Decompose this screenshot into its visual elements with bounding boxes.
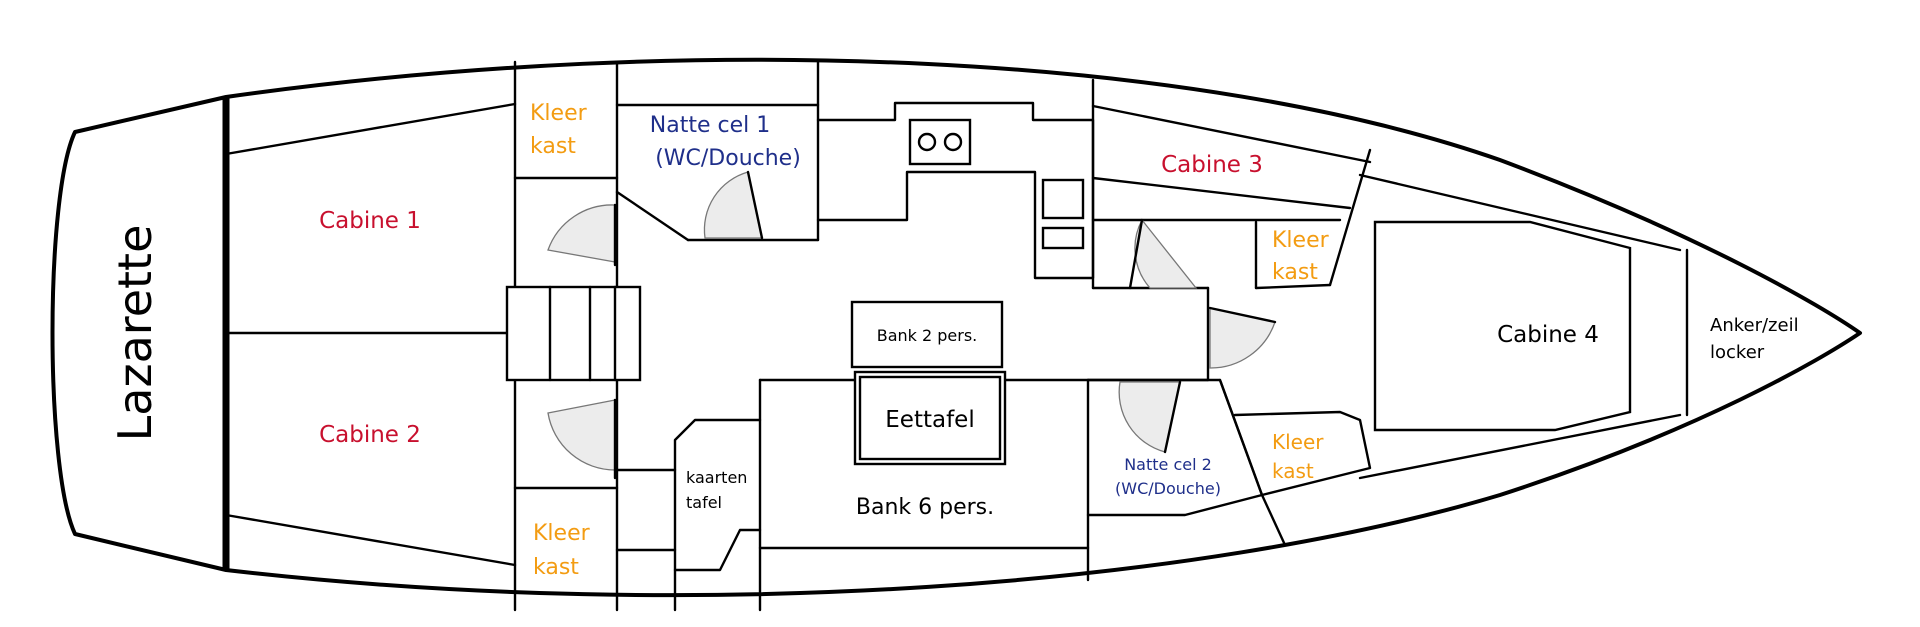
label-kleer-kast-4b: kast [1272, 459, 1314, 483]
label-cabine-4: Cabine 4 [1497, 322, 1599, 348]
door-swing-saloon [1209, 307, 1276, 369]
cabin1-berth-edge [224, 102, 517, 156]
burner-2-icon [943, 132, 963, 152]
label-kleer-kast-3: Kleer [1272, 228, 1330, 253]
label-kleer-kast-2b: kast [533, 555, 579, 580]
label-cabine-3: Cabine 3 [1161, 152, 1263, 178]
burner-1-icon [917, 132, 937, 152]
label-kleer-kast-2: Kleer [533, 521, 591, 546]
kleer-kast-3-bottom-r [1254, 283, 1332, 290]
label-cabine-1: Cabine 1 [319, 208, 421, 234]
door-saloon [1208, 306, 1277, 324]
chart-table [673, 418, 762, 612]
cabin4-berth-top [1358, 173, 1682, 252]
natte-cel-1-diagonal [615, 190, 690, 242]
companionway-steps [505, 285, 642, 382]
label-anker: Anker/zeil [1710, 315, 1799, 336]
label-lazarette: Lazarette [108, 225, 162, 442]
cabin-fwd-lower-diagonal [1260, 493, 1287, 547]
cabin3-berth-top [1091, 104, 1372, 164]
door-swing-cabin2 [547, 399, 616, 471]
chart-table-seat [673, 528, 762, 572]
cabin3-berth-bottom [1091, 176, 1352, 210]
cabin3-fwd-diagonal [1328, 148, 1372, 287]
label-kleer-kast-4: Kleer [1272, 430, 1324, 454]
label-kleer-kast-1: Kleer [530, 101, 588, 126]
cabin2-berth-edge [224, 513, 517, 567]
sink [1041, 178, 1085, 220]
label-anker-b: locker [1710, 342, 1765, 363]
label-eettafel: Eettafel [885, 407, 974, 433]
label-natte-cel-2: Natte cel 2 [1124, 455, 1212, 474]
door-natte-cel-2 [1163, 380, 1182, 454]
label-kleer-kast-3b: kast [1272, 260, 1318, 285]
label-kaarten: kaarten [686, 468, 747, 487]
label-bank-2: Bank 2 pers. [877, 326, 978, 345]
label-kleer-kast-1b: kast [530, 134, 576, 159]
cabin4-berth [1373, 220, 1632, 432]
label-natte-cel-1b: (WC/Douche) [655, 146, 801, 171]
door-natte-cel-1 [746, 170, 764, 240]
bench-2-seat [850, 300, 1004, 369]
label-natte-cel-1: Natte cel 1 [650, 113, 770, 138]
label-cabine-2: Cabine 2 [319, 422, 421, 448]
label-bank-6: Bank 6 pers. [856, 495, 994, 520]
cabin4-berth-bottom [1358, 413, 1682, 480]
label-natte-cel-2b: (WC/Douche) [1115, 479, 1221, 498]
door-swing-cabin1 [547, 204, 616, 263]
label-kaarten-b: tafel [686, 493, 722, 512]
sink-drain [1041, 226, 1085, 250]
dining-table-inner [858, 375, 1002, 461]
door-cabin3 [1128, 218, 1144, 290]
kleer-kast-4 [1218, 378, 1372, 497]
